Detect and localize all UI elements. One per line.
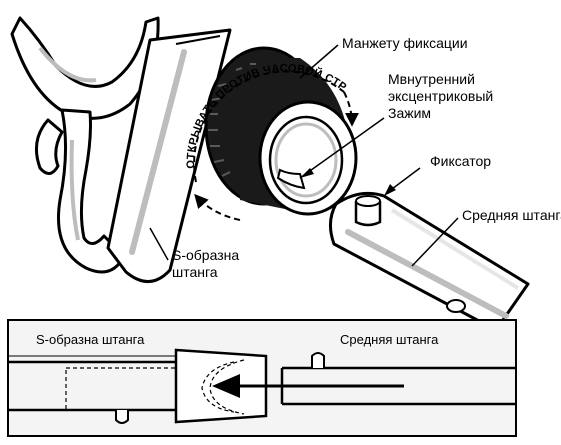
clamp-label-line1: Мвнутренний [388,71,475,87]
inset-s-shaft-label: S-образна штанга [36,332,145,347]
inset-mid-shaft-label: Средняя штанга [340,332,439,347]
s-shaft-label-line2: штанга [172,264,218,280]
cuff-label: Манжету фиксации [342,35,468,51]
clamp-label-line2: эксцентриковый [388,88,493,104]
mid-shaft-label: Средняя штанга [462,207,561,223]
clamp-label-line3: Зажим [388,105,431,121]
s-shaft-label-line1: S-образна [172,247,239,263]
latch-label: Фиксатор [430,153,491,169]
